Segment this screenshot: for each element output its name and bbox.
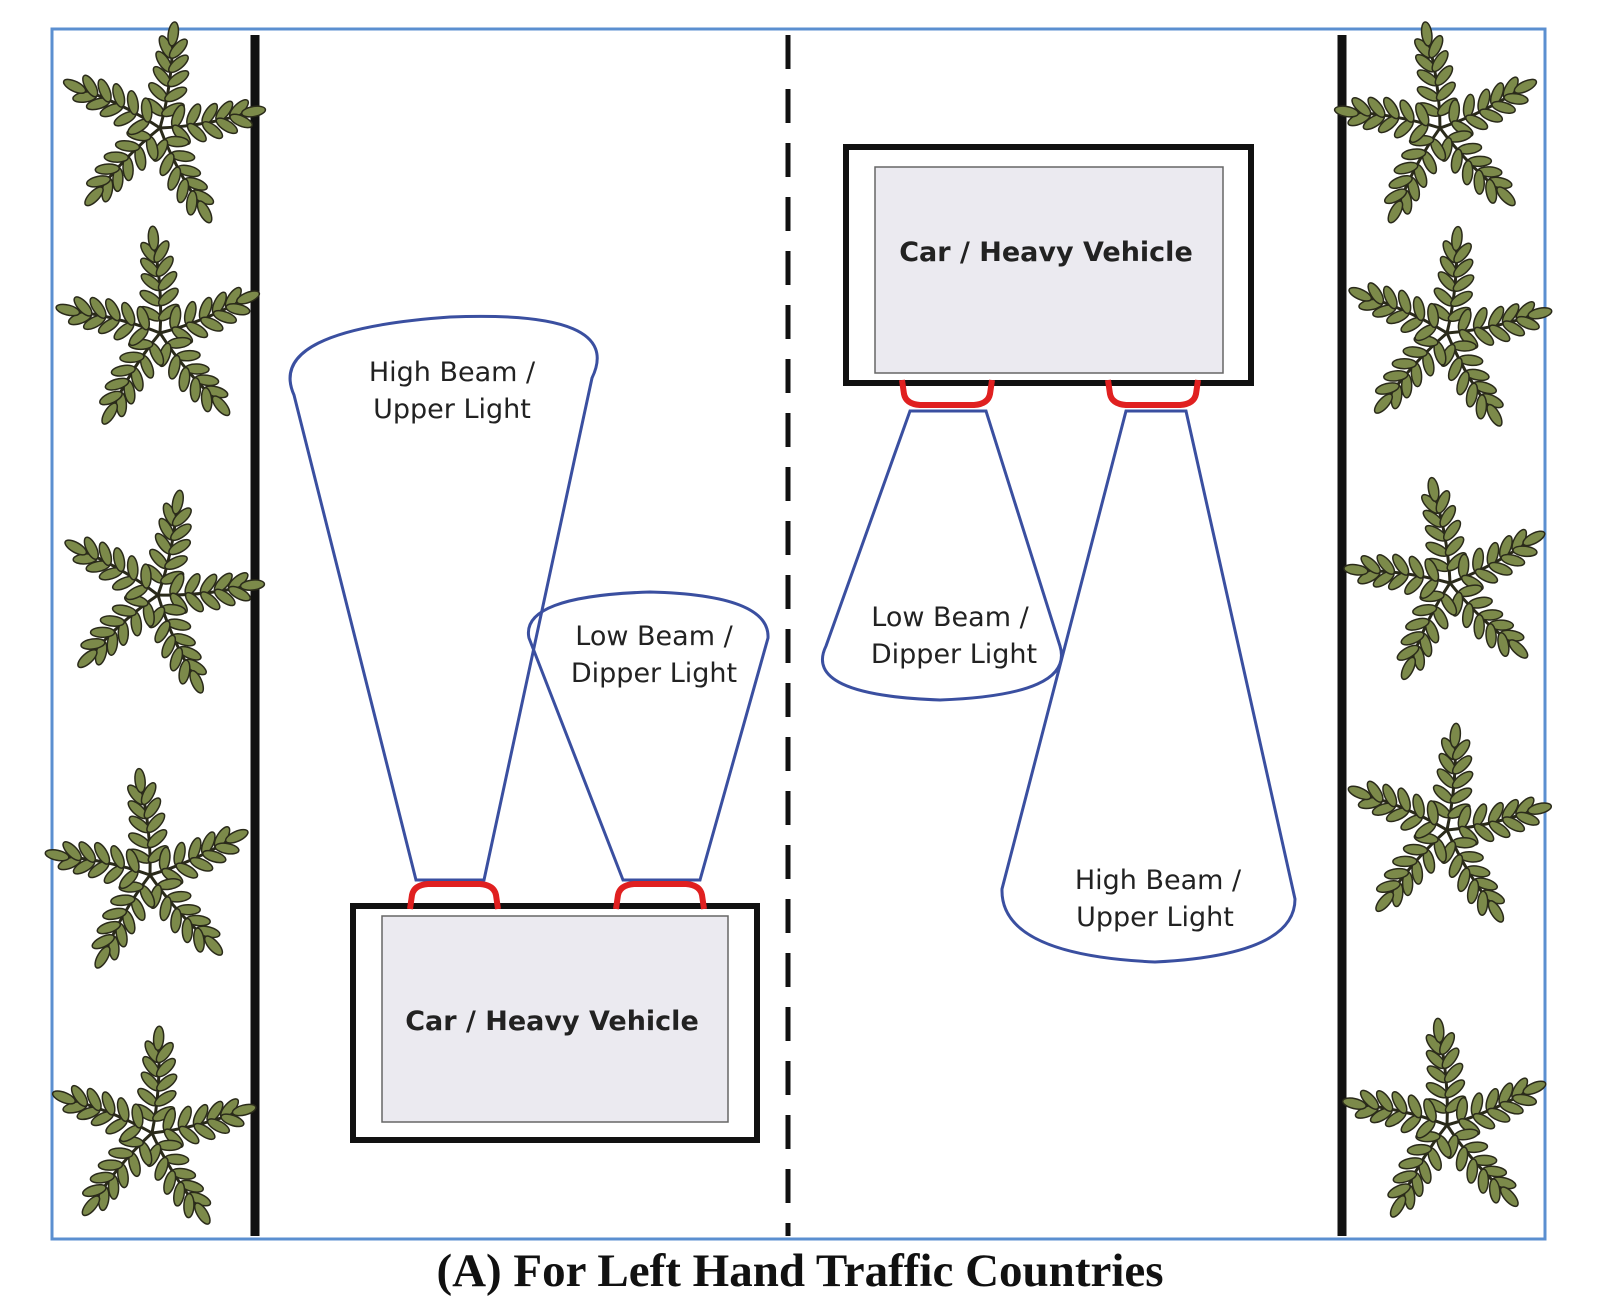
palm-tree-icon [44,219,275,441]
low-beam-label-bottom-line2: Dipper Light [571,658,737,689]
high-beam-label-bottom-line2: Upper Light [373,394,531,425]
palm-tree-icon [37,1019,268,1241]
vehicle-label-top: Car / Heavy Vehicle [899,237,1193,268]
high-beam-label-top-line1: High Beam / [1075,865,1242,896]
high-beam-outline-top [1000,409,1297,964]
headlight-top-left [899,379,995,408]
palm-tree-icon [1325,459,1575,701]
diagram-caption: (A) For Left Hand Traffic Countries [436,1245,1163,1297]
headlight-top-right [1105,379,1201,408]
low-beam-label-top-line1: Low Beam / [871,602,1029,633]
high-beam-label-bottom-line1: High Beam / [369,357,536,388]
vehicle-top: Car / Heavy Vehicle [843,144,1254,408]
low-beam-label-bottom-line1: Low Beam / [575,621,733,652]
palm-tree-icon [1318,7,1562,243]
diagram-frame [50,27,1547,1241]
palm-tree-icon [1329,215,1567,444]
vehicle-bottom: Car / Heavy Vehicle [350,881,760,1143]
low-beam-outline-bottom [526,590,770,882]
palm-tree-icon [31,757,269,986]
palm-tree-icon [1330,1009,1565,1235]
high-beam-outline-bottom [288,314,599,882]
vehicle-label-bottom: Car / Heavy Vehicle [405,1006,699,1037]
palm-tree-icon [31,468,287,716]
low-beam-label-top-line2: Dipper Light [871,639,1037,670]
palm-tree-icon [1330,714,1565,940]
headlight-bottom-right [613,881,707,910]
palm-tree-icon [39,7,283,243]
high-beam-label-top-line2: Upper Light [1076,902,1234,933]
headlight-bottom-left [407,881,501,910]
